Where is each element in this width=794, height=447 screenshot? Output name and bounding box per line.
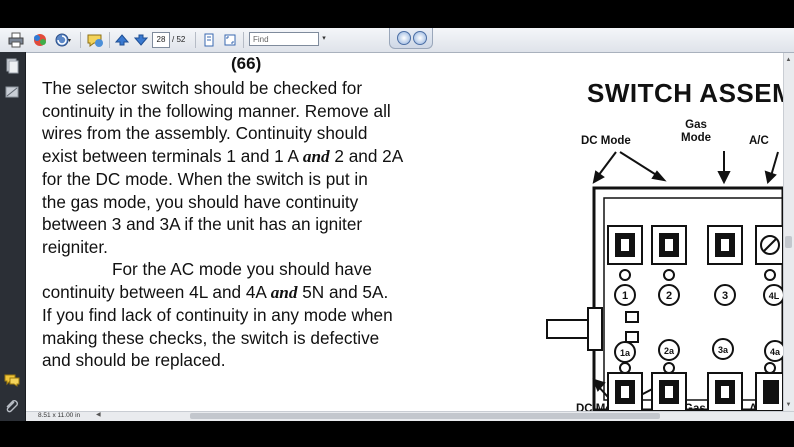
- find-dropdown-arrow-icon[interactable]: ▾: [322, 35, 326, 42]
- page-total-label: / 52: [172, 35, 186, 44]
- text-line: exist between terminals 1 and 1 A and 2 …: [42, 145, 404, 166]
- letterbox-bottom: [0, 421, 794, 447]
- previous-page-icon[interactable]: [114, 31, 130, 49]
- label-ac-top: A/C: [749, 135, 769, 147]
- document-page: (66) The selector switch should be check…: [26, 53, 783, 411]
- text-line: the gas mode, you should have continuity: [42, 191, 359, 212]
- toolbar-separator: [195, 32, 196, 48]
- terminal-label: 2: [666, 290, 672, 302]
- page-size-label: 8.51 x 11.00 in: [38, 412, 81, 419]
- fit-page-icon[interactable]: [222, 31, 238, 49]
- comments-panel-icon[interactable]: [4, 373, 20, 389]
- label-dc-mode-bottom: DC Mode: [576, 403, 626, 411]
- pages-panel-icon[interactable]: [4, 58, 20, 74]
- paragraph-continuity-check: The selector switch should be checked fo…: [42, 77, 460, 258]
- terminal-label: 1a: [620, 348, 631, 358]
- terminal-3: [714, 284, 736, 306]
- text-line: continuity between 4L and 4A and 5N and …: [42, 281, 389, 302]
- terminal-label: 4a: [770, 347, 781, 357]
- single-page-view-icon[interactable]: [201, 31, 217, 49]
- label-gas-bottom: Gas: [684, 403, 706, 411]
- next-page-icon[interactable]: [133, 31, 149, 49]
- terminal-2a: [658, 339, 680, 361]
- comment-icon[interactable]: [85, 31, 105, 49]
- text-line: For the AC mode you should have: [112, 259, 372, 279]
- zoom-controls: [389, 28, 433, 49]
- scroll-down-arrow-icon[interactable]: ▼: [785, 402, 792, 408]
- scroll-up-arrow-icon[interactable]: ▲: [785, 57, 792, 63]
- zoom-out-icon[interactable]: [397, 31, 411, 45]
- vertical-scroll-thumb[interactable]: [785, 236, 792, 248]
- tools-icon[interactable]: [30, 31, 50, 49]
- navigation-pane: [0, 52, 26, 421]
- print-icon[interactable]: [6, 31, 26, 49]
- scroll-left-arrow-icon[interactable]: ◀: [96, 412, 101, 418]
- page-number-input[interactable]: 28: [152, 32, 170, 48]
- terminal-1a: [614, 341, 636, 363]
- text-line: The selector switch should be checked fo…: [42, 78, 363, 98]
- text-line: making these checks, the switch is defec…: [42, 327, 380, 348]
- label-dc-mode-top: DC Mode: [581, 135, 631, 147]
- toolbar-separator: [80, 32, 81, 48]
- terminal-3a: [712, 338, 734, 360]
- terminal-label: 3: [722, 290, 728, 302]
- find-input[interactable]: Find: [249, 32, 319, 46]
- text-line: wires from the assembly. Continuity shou…: [42, 123, 368, 143]
- terminal-1: [614, 284, 636, 306]
- text-line: reigniter.: [42, 236, 108, 257]
- terminal-4l: [763, 284, 783, 306]
- terminal-4a: [764, 340, 783, 362]
- letterbox-top: [0, 0, 794, 28]
- text-line: continuity in the following manner. Remo…: [42, 100, 391, 121]
- terminal-2: [658, 284, 680, 306]
- bookmarks-panel-icon[interactable]: [4, 85, 20, 101]
- switch-assembly-diagram: 1 2 3 4L 1a 2a 3a 4a: [546, 151, 783, 411]
- figure-title: SWITCH ASSEM: [587, 78, 783, 108]
- zoom-in-icon[interactable]: [413, 31, 427, 45]
- text-line: and should be replaced.: [42, 350, 226, 370]
- attachments-panel-icon[interactable]: [4, 399, 20, 415]
- terminal-label: 4L: [769, 291, 780, 301]
- terminal-label: 3a: [718, 345, 729, 355]
- terminal-label: 1: [622, 290, 628, 302]
- toolbar-separator: [243, 32, 244, 48]
- page-number-heading: (66): [231, 54, 262, 73]
- toolbar-separator: [109, 32, 110, 48]
- paragraph-ac-mode: For the AC mode you should have continui…: [42, 258, 460, 372]
- horizontal-scroll-thumb[interactable]: [190, 413, 660, 419]
- terminal-label: 2a: [664, 346, 675, 356]
- text-line: between 3 and 3A if the unit has an igni…: [42, 214, 363, 234]
- rotate-icon[interactable]: [53, 31, 73, 49]
- text-line: If you find lack of continuity in any mo…: [42, 305, 393, 325]
- text-line: for the DC mode. When the switch is put …: [42, 169, 368, 189]
- vertical-scrollbar[interactable]: [783, 53, 794, 411]
